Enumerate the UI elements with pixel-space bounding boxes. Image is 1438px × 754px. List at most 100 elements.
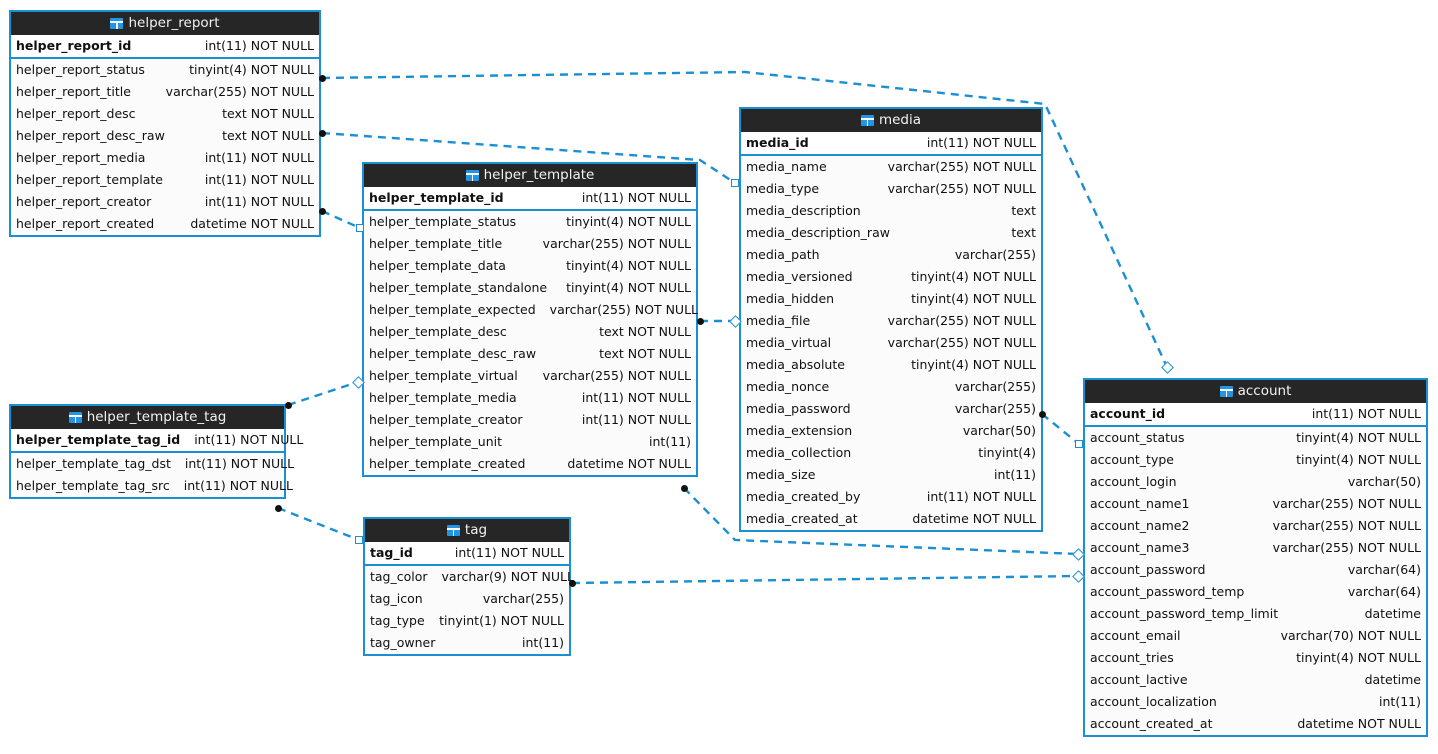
connector-source-dot-rel-helper-template-expected-media-file xyxy=(696,317,704,325)
attribute-type: int(11) NOT NULL xyxy=(1311,406,1421,421)
relationship-line-rel-helper-template-tag-tag[interactable] xyxy=(277,506,360,542)
relationship-line-rel-tag-color-account-password[interactable] xyxy=(571,574,1079,585)
attribute-name: tag_color xyxy=(370,569,428,584)
attribute-type: varchar(255) NOT NULL xyxy=(542,368,691,383)
attribute-type: int(11) NOT NULL xyxy=(204,150,314,165)
entity-title: helper_template xyxy=(483,167,595,183)
entity-header-helper_template_tag: helper_template_tag xyxy=(11,406,284,429)
attribute-type: datetime NOT NULL xyxy=(190,216,314,231)
attribute-name: tag_icon xyxy=(370,591,423,606)
entity-title: helper_template_tag xyxy=(86,409,227,425)
attribute-type: tinyint(4) NOT NULL xyxy=(911,269,1036,284)
attribute-type: varchar(64) xyxy=(1347,584,1421,599)
attribute-type: int(11) xyxy=(522,635,564,650)
table-grid-icon xyxy=(110,18,124,29)
connector-source-dot-rel-helper-report-desc-media xyxy=(318,129,326,137)
relationship-line-rel-helper-template-tag-virtual[interactable] xyxy=(287,380,359,407)
attribute-name: account_status xyxy=(1090,430,1185,445)
attribute-type: datetime xyxy=(1364,606,1421,621)
relationship-line-rel-media-password-account-status[interactable] xyxy=(1041,413,1080,445)
attribute-name: account_name3 xyxy=(1090,540,1190,555)
attribute-row-helper_report_media[interactable]: helper_report_media int(11) NOT NULL xyxy=(11,147,319,169)
attribute-name: helper_report_status xyxy=(16,62,145,77)
relationship-line-rel-helper-report-creator-helper-template[interactable] xyxy=(321,209,361,230)
entity-helper_template_tag[interactable]: helper_template_tag helper_template_tag_i… xyxy=(9,404,303,499)
attribute-type: varchar(50) xyxy=(1347,474,1421,489)
attribute-name: helper_report_media xyxy=(16,150,146,165)
attribute-name: media_password xyxy=(746,401,851,416)
table-grid-icon xyxy=(68,412,82,423)
attribute-name: account_name2 xyxy=(1090,518,1190,533)
